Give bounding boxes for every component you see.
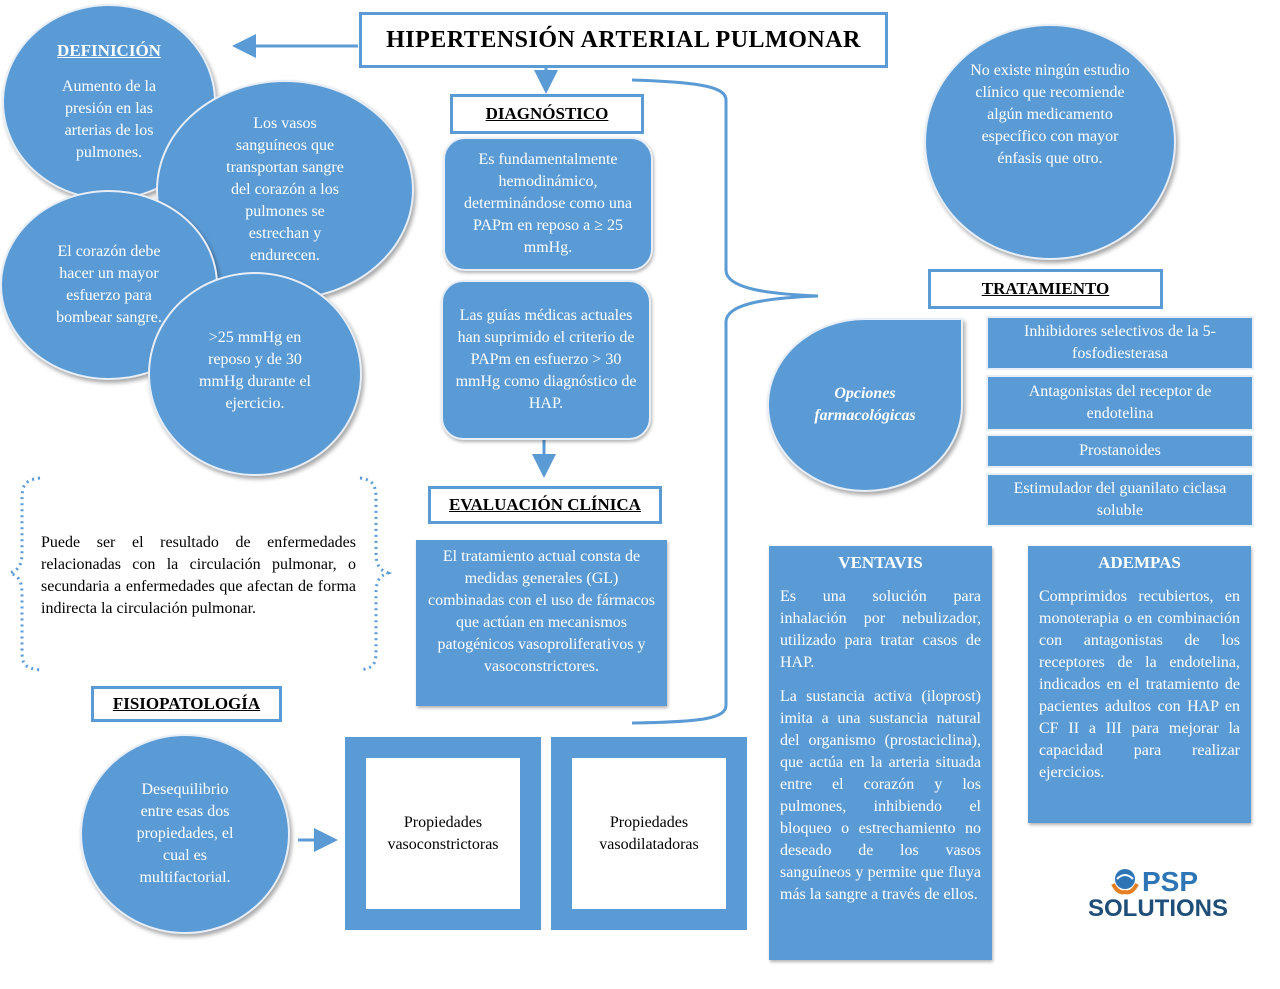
tratamiento-heading-text: TRATAMIENTO — [981, 279, 1110, 298]
vasos-text: Los vasos sanguíneos que transportan san… — [226, 115, 344, 264]
tratamiento-item-4: Estimulador del guanilato ciclasa solubl… — [986, 473, 1254, 527]
page-title: HIPERTENSIÓN ARTERIAL PULMONAR — [359, 12, 888, 68]
diagnostico-heading: DIAGNÓSTICO — [450, 94, 644, 134]
definicion-heading: DEFINICIÓN — [57, 41, 161, 60]
fisiopatologia-heading-text: FISIOPATOLOGÍA — [112, 694, 261, 713]
logo-solutions-text: SOLUTIONS — [1088, 895, 1229, 922]
prop-vasodilatadoras-frame: Propiedades vasodilatadoras — [551, 737, 747, 930]
definicion-text: Aumento de la presión en las arterias de… — [61, 78, 157, 161]
ventavis-heading: VENTAVIS — [838, 553, 923, 572]
tratamiento-heading: TRATAMIENTO — [928, 269, 1163, 309]
logo-psp-text: PSP — [1142, 866, 1199, 897]
prop-vasoconstrictoras-frame: Propiedades vasoconstrictoras — [345, 737, 541, 930]
evaluacion-text: El tratamiento actual consta de medidas … — [427, 548, 656, 675]
diagnostico-heading-text: DIAGNÓSTICO — [485, 104, 609, 123]
fisiopatologia-heading: FISIOPATOLOGÍA — [91, 686, 282, 722]
prop-vasoconstrictoras-box: Propiedades vasoconstrictoras — [366, 758, 520, 909]
adempas-text: Comprimidos recubiertos, en monoterapia … — [1039, 588, 1240, 781]
tratamiento-item-2-text: Antagonistas del receptor de endotelina — [1028, 383, 1212, 422]
evaluacion-box: El tratamiento actual consta de medidas … — [416, 540, 667, 706]
corazon-text: El corazón debe hacer un mayor esfuerzo … — [56, 243, 162, 326]
prop-vasodilatadoras-text: Propiedades vasodilatadoras — [599, 813, 699, 853]
tratamiento-item-4-text: Estimulador del guanilato ciclasa solubl… — [1013, 480, 1227, 519]
big-brace — [631, 78, 819, 725]
origen-text: Puede ser el resultado de enfermedades r… — [41, 534, 356, 617]
ventavis-box: VENTAVIS Es una solución para inhalación… — [769, 546, 992, 960]
adempas-box: ADEMPAS Comprimidos recubiertos, en mono… — [1028, 546, 1251, 823]
right-dotted-brace — [359, 476, 393, 672]
globe-hand-icon — [1111, 869, 1139, 895]
tratamiento-item-2: Antagonistas del receptor de endotelina — [986, 375, 1254, 431]
tratamiento-item-1: Inhibidores selectivos de la 5-fosfodies… — [986, 316, 1254, 370]
psp-solutions-logo: PSP SOLUTIONS — [1086, 866, 1236, 928]
ventavis-p2: La sustancia activa (iloprost) imita a u… — [780, 688, 981, 903]
prop-vasoconstrictoras-text: Propiedades vasoconstrictoras — [387, 813, 499, 853]
evaluacion-heading: EVALUACIÓN CLÍNICA — [428, 486, 662, 524]
diagnostico-box-1-text: Es fundamentalmente hemodinámico, determ… — [464, 151, 632, 256]
fisiopatologia-circle-text: Desequilibrio entre esas dos propiedades… — [136, 781, 234, 886]
nota-circle: No existe ningún estudio clínico que rec… — [924, 24, 1176, 260]
prop-vasodilatadoras-box: Propiedades vasodilatadoras — [572, 758, 726, 909]
definicion-circle: DEFINICIÓN Aumento de la presión en las … — [2, 4, 216, 200]
opciones-farmacologicas: Opciones farmacológicas — [767, 318, 963, 492]
page-title-text: HIPERTENSIÓN ARTERIAL PULMONAR — [386, 26, 861, 53]
diagnostico-box-1: Es fundamentalmente hemodinámico, determ… — [443, 137, 653, 271]
tratamiento-item-3: Prostanoides — [986, 434, 1254, 468]
tratamiento-item-3-text: Prostanoides — [1079, 442, 1161, 459]
evaluacion-heading-text: EVALUACIÓN CLÍNICA — [449, 495, 641, 514]
presion-text: >25 mmHg en reposo y de 30 mmHg durante … — [199, 329, 311, 412]
opciones-farmacologicas-text: Opciones farmacológicas — [814, 385, 916, 424]
left-dotted-brace — [5, 476, 41, 672]
nota-text: No existe ningún estudio clínico que rec… — [970, 62, 1130, 167]
diagnostico-box-2: Las guías médicas actuales han suprimido… — [441, 280, 651, 440]
fisiopatologia-circle: Desequilibrio entre esas dos propiedades… — [80, 734, 290, 934]
diagnostico-box-2-text: Las guías médicas actuales han suprimido… — [455, 307, 637, 412]
adempas-heading: ADEMPAS — [1098, 553, 1181, 572]
tratamiento-item-1-text: Inhibidores selectivos de la 5-fosfodies… — [1024, 323, 1216, 362]
ventavis-p1: Es una solución para inhalación por nebu… — [780, 588, 981, 671]
presion-circle: >25 mmHg en reposo y de 30 mmHg durante … — [148, 272, 362, 476]
